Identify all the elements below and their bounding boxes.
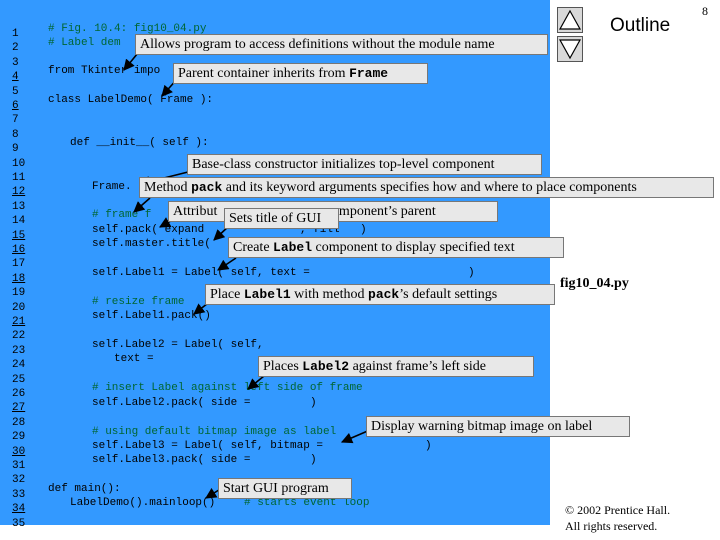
nav-up-button[interactable] — [557, 7, 583, 33]
callout-place-label2: Places Label2 against frame’s left side — [258, 356, 534, 377]
code-line-27: self.Label2.pack( side = — [92, 397, 251, 409]
callout-parent-container: Parent container inherits from Frame — [173, 63, 428, 84]
line-number: 18 — [12, 272, 26, 285]
arrow-7 — [217, 257, 237, 271]
line-number: 27 — [12, 402, 26, 415]
code-line-6: class LabelDemo( Frame ): — [48, 94, 214, 106]
code-line-33: def main(): — [48, 483, 121, 495]
callout-module-access: Allows program to access definitions wit… — [135, 34, 548, 55]
line-number: 12 — [12, 186, 26, 199]
file-name: fig10_04.py — [560, 276, 629, 291]
line-number: 22 — [12, 330, 26, 343]
code-line-18-end: ) — [468, 267, 475, 279]
code-line-30: self.Label3 = Label( self, bitmap = — [92, 440, 324, 452]
code-line-29: # using default bitmap image as label — [92, 426, 337, 438]
page-number: 8 — [702, 4, 708, 18]
line-number: 19 — [12, 287, 26, 300]
code-line-31: self.Label3.pack( side = — [92, 454, 251, 466]
code-line-15-end: ) — [360, 224, 367, 236]
line-number: 10 — [12, 157, 26, 170]
arrow-4 — [133, 197, 151, 213]
triangle-up-icon — [558, 9, 582, 30]
line-number: 5 — [12, 85, 19, 98]
copyright-notice: © 2002 Prentice Hall. All rights reserve… — [565, 502, 670, 534]
code-line-23: self.Label2 = Label( self, — [92, 339, 264, 351]
callout-create-label: Create Label component to display specif… — [228, 237, 564, 258]
code-line-21: self.Label1.pack() — [92, 310, 211, 322]
line-number: 20 — [12, 301, 26, 314]
line-number: 25 — [12, 373, 26, 386]
code-line-14: # frame f — [92, 209, 152, 221]
code-line-1: # Fig. 10.4: fig10_04.py — [48, 23, 207, 35]
callout-base-class: Base-class constructor initializes top-l… — [187, 154, 542, 175]
arrow-9 — [247, 375, 265, 390]
callout-place-label1: Place Label1 with method pack’s default … — [205, 284, 555, 305]
code-line-20: # resize frame — [92, 296, 185, 308]
line-number: 9 — [12, 143, 19, 156]
line-number: 21 — [12, 316, 26, 328]
nav-down-button[interactable] — [557, 36, 583, 62]
line-number: 30 — [12, 445, 26, 458]
line-number: 4 — [12, 71, 19, 84]
code-line-15: self.pack( expand — [92, 224, 205, 236]
line-number: 14 — [12, 215, 26, 228]
code-line-18: self.Label1 = Label( self, text = — [92, 267, 310, 279]
line-number: 7 — [12, 114, 19, 127]
copyright-line-2: All rights reserved. — [565, 519, 658, 533]
code-line-34-comment: # starts event loop — [244, 497, 370, 509]
code-line-16: self.master.title( — [92, 238, 211, 250]
callout-bitmap: Display warning bitmap image on label — [366, 416, 630, 437]
callout-start-gui: Start GUI program — [218, 478, 352, 499]
outline-label: Outline — [610, 15, 671, 36]
line-number: 13 — [12, 200, 26, 213]
line-number: 24 — [12, 359, 26, 372]
line-number: 33 — [12, 488, 26, 501]
code-line-27-end: ) — [310, 397, 317, 409]
code-line-12: Frame. — [92, 181, 132, 193]
callout-pack-method: Method pack and its keyword arguments sp… — [139, 177, 714, 198]
code-line-9: def __init__( self ): — [70, 137, 209, 149]
line-number: 29 — [12, 431, 26, 444]
line-number: 3 — [12, 56, 19, 69]
code-line-26: # insert Label against left side of fram… — [92, 382, 363, 394]
code-line-24: text = — [114, 353, 154, 365]
code-line-4: from Tkinter impo — [48, 65, 161, 77]
line-number: 6 — [12, 100, 19, 112]
line-number: 15 — [12, 229, 26, 242]
callout-sets-title: Sets title of GUI — [224, 208, 339, 229]
triangle-down-icon — [558, 39, 582, 60]
copyright-line-1: © 2002 Prentice Hall. — [565, 503, 671, 517]
line-number: 26 — [12, 388, 26, 400]
line-number: 34 — [12, 503, 26, 516]
line-number: 2 — [12, 42, 19, 55]
code-line-30-end: ) — [425, 440, 432, 452]
code-line-2: # Label dem — [48, 37, 121, 49]
line-number: 11 — [12, 172, 26, 184]
line-number: 16 — [12, 244, 26, 256]
line-number: 1 — [12, 28, 19, 40]
line-number: 17 — [12, 258, 26, 271]
line-number: 31 — [12, 460, 26, 472]
code-line-31-end: ) — [310, 454, 317, 466]
line-number: 8 — [12, 128, 19, 141]
code-line-34: LabelDemo().mainloop() — [70, 497, 216, 509]
arrow-10 — [340, 429, 371, 444]
line-number: 23 — [12, 344, 26, 357]
line-number: 35 — [12, 517, 26, 530]
line-number: 32 — [12, 474, 26, 487]
line-number: 28 — [12, 416, 26, 429]
